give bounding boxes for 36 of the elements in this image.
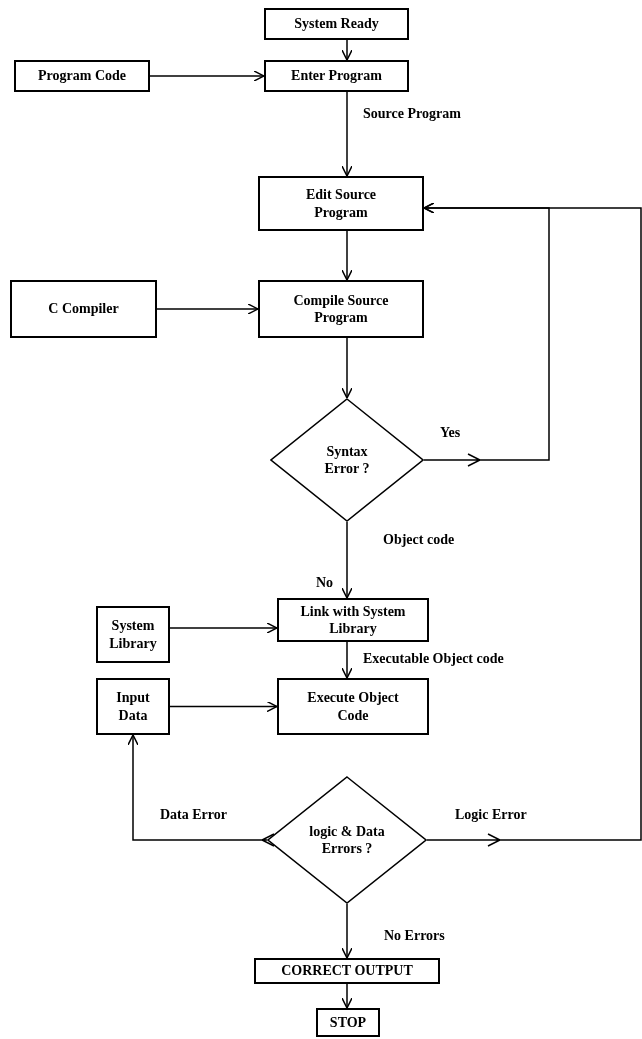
- decision-diamond: Syntax Error ?: [270, 398, 424, 522]
- arrow: [341, 91, 353, 177]
- arrow: [341, 641, 353, 679]
- arrow: [341, 39, 353, 61]
- edge-label: Source Program: [363, 107, 461, 121]
- process-box: Enter Program: [264, 60, 409, 92]
- process-box: C Compiler: [10, 280, 157, 338]
- arrow: [423, 202, 642, 847]
- arrow: [341, 521, 353, 599]
- process-box: Input Data: [96, 678, 170, 735]
- edge-label: No: [316, 576, 334, 590]
- arrow: [149, 70, 265, 82]
- flow-note: Object code: [383, 533, 455, 547]
- edge-label: Logic Error: [455, 808, 527, 822]
- arrow: [341, 983, 353, 1009]
- process-box: STOP: [316, 1008, 380, 1037]
- arrow: [341, 230, 353, 281]
- arrow: [341, 903, 353, 959]
- process-box: System Ready: [264, 8, 409, 40]
- arrow: [341, 337, 353, 399]
- process-box: CORRECT OUTPUT: [254, 958, 440, 984]
- edge-label: Data Error: [160, 808, 227, 822]
- process-box: Execute Object Code: [277, 678, 429, 735]
- process-box: System Library: [96, 606, 170, 663]
- edge-label: Yes: [440, 426, 461, 440]
- process-box: Compile Source Program: [258, 280, 424, 338]
- decision-diamond: logic & Data Errors ?: [267, 776, 427, 904]
- arrow: [156, 303, 259, 315]
- process-box: Link with System Library: [277, 598, 429, 642]
- arrow: [169, 700, 278, 713]
- process-box: Program Code: [14, 60, 150, 92]
- process-box: Edit Source Program: [258, 176, 424, 231]
- edge-label: Executable Object code: [363, 652, 504, 666]
- arrow: [169, 622, 278, 634]
- edge-label: No Errors: [384, 929, 445, 943]
- arrow: [127, 734, 275, 847]
